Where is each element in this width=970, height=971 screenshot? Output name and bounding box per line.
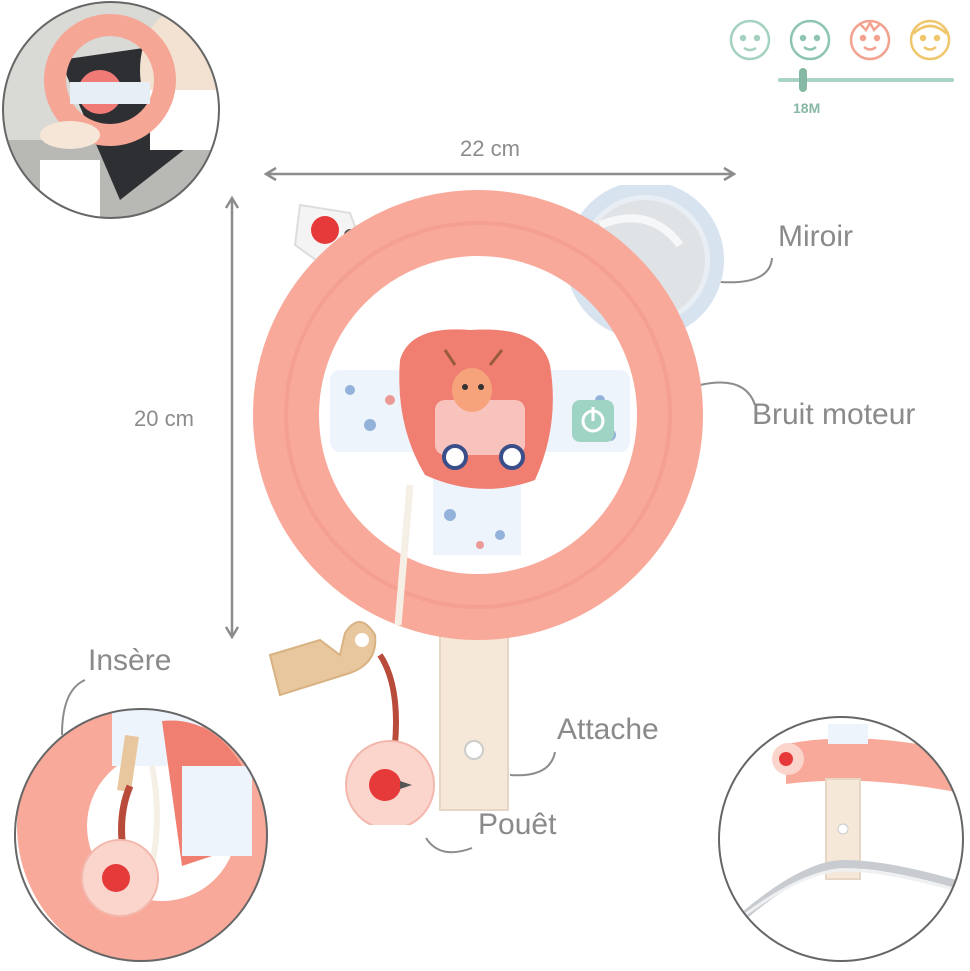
engine-sound-label: Bruit moteur — [752, 398, 916, 431]
squeak-label: Pouêt — [478, 808, 557, 841]
mirror-callout-line — [719, 257, 773, 284]
engine-sound-button[interactable] — [572, 400, 614, 442]
insert-callout-line — [61, 679, 86, 736]
toddler-face-icon — [789, 19, 831, 61]
attach-label: Attache — [557, 713, 659, 746]
center-pad-deer — [399, 329, 553, 489]
insert-label: Insère — [88, 644, 172, 677]
inset-photo-strap — [716, 714, 966, 964]
mirror-label: Miroir — [778, 220, 853, 253]
steering-wheel-toy — [253, 185, 724, 825]
squeak-callout-line — [425, 837, 473, 854]
squeaker-ball[interactable] — [345, 740, 435, 825]
child-face-icon — [849, 19, 891, 61]
baby-face-icon — [729, 19, 771, 61]
age-label: 18M — [793, 100, 821, 116]
age-faces — [729, 19, 954, 92]
engine-callout-line — [699, 381, 756, 406]
wooden-key[interactable] — [268, 621, 377, 697]
inset-photo-insert — [12, 706, 270, 964]
wheel-ring — [253, 190, 703, 640]
inset-photo-stroller — [0, 0, 222, 222]
attach-callout-line — [509, 751, 556, 777]
kid-face-icon — [909, 19, 951, 61]
height-dimension: 20 cm — [134, 406, 194, 431]
age-slider-handle — [799, 68, 807, 92]
attach-strap — [439, 614, 509, 811]
age-indicator: 18M — [720, 10, 965, 120]
width-dimension: 22 cm — [460, 136, 520, 161]
